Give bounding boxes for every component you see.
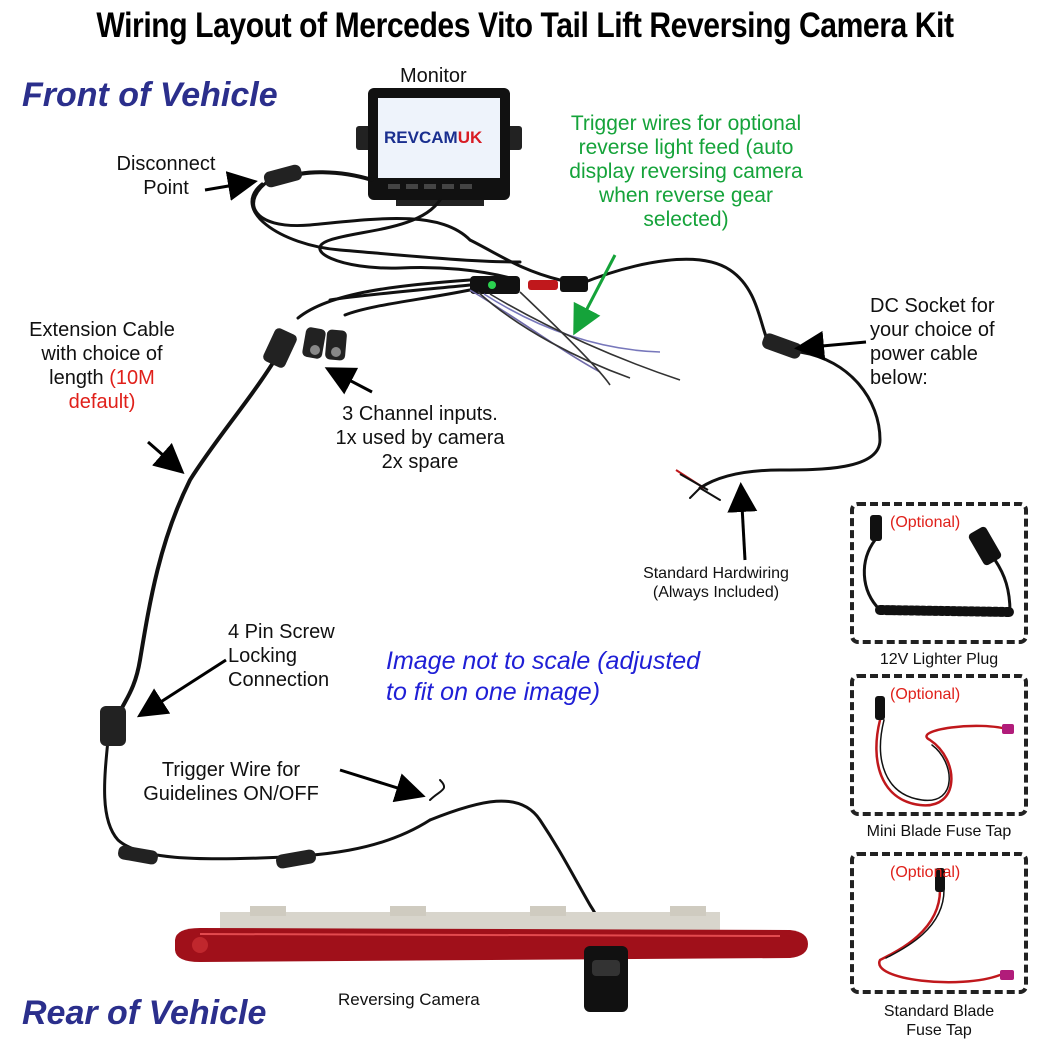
pin-line-1: 4 Pin Screw [228,621,335,643]
scale-note: Image not to scale (adjusted to fit on o… [386,646,700,708]
ext-line-2: with choice of [41,343,163,365]
channel-line-1: 3 Channel inputs. [342,403,498,425]
brand-cam: CAM [418,128,458,147]
option-caption-mini-fuse: Mini Blade Fuse Tap [866,823,1012,840]
front-of-vehicle-label: Front of Vehicle [22,76,278,114]
option-box-standard-fuse: (Optional) [850,852,1028,994]
option-caption-standard-fuse: Standard Blade Fuse Tap [850,1002,1028,1040]
trigger-line-1: Trigger wires for optional [570,112,802,135]
channel-line-3: 2x spare [381,451,459,473]
option-caption-line-1: Standard Blade [883,1003,995,1020]
hardwire-line-1: Standard Hardwiring [643,565,789,582]
trigger-line-4: when reverse gear [599,184,773,207]
disconnect-point-label: Disconnect Point [96,152,236,200]
guidelines-trigger-label: Trigger Wire for Guidelines ON/OFF [116,758,346,806]
standard-hardwiring-label: Standard Hardwiring (Always Included) [616,564,816,602]
option-tag: (Optional) [890,864,961,881]
reversing-camera-label: Reversing Camera [338,990,480,1009]
ext-red-1: (10M [109,367,155,389]
option-caption-line-2: Fuse Tap [906,1022,972,1039]
pin-line-3: Connection [228,669,330,691]
monitor-label: Monitor [400,65,467,87]
pin-line-2: Locking [228,645,297,667]
option-box-mini-fuse: (Optional) [850,674,1028,816]
trigger-line-2: reverse light feed (auto [578,136,794,159]
scale-line-1: Image not to scale (adjusted [386,647,701,675]
trigger-line-5: selected) [643,208,729,231]
ext-red-2: default) [68,391,136,413]
monitor-brand: REVCAMUK [384,128,482,148]
dc-socket-label: DC Socket for your choice of power cable… [870,294,995,390]
pin-connection-label: 4 Pin Screw Locking Connection [228,620,335,692]
dc-line-3: power cable [870,343,978,365]
option-box-lighter-plug: (Optional) [850,502,1028,644]
rear-of-vehicle-label: Rear of Vehicle [22,994,267,1032]
disconnect-line-1: Disconnect [116,153,216,175]
dc-line-4: below: [870,367,928,389]
channel-inputs-label: 3 Channel inputs. 1x used by camera 2x s… [300,402,540,474]
monitor-icon [356,88,522,206]
guide-line-1: Trigger Wire for [161,759,301,781]
option-caption-lighter-plug: 12V Lighter Plug [879,651,999,668]
trigger-line-3: display reversing camera [569,160,803,183]
dc-line-1: DC Socket for [870,295,995,317]
option-tag: (Optional) [890,686,961,703]
disconnect-line-2: Point [143,177,189,199]
option-tag: (Optional) [890,514,961,531]
scale-line-2: to fit on one image) [386,678,601,706]
trigger-wires-note: Trigger wires for optional reverse light… [536,112,836,232]
extension-cable-label: Extension Cable with choice of length (1… [2,318,202,414]
brand-uk: UK [457,128,483,147]
channel-line-2: 1x used by camera [335,427,505,449]
hardwire-line-2: (Always Included) [652,584,780,601]
dc-line-2: your choice of [870,319,995,341]
guide-line-2: Guidelines ON/OFF [143,783,319,805]
diagram-title: Wiring Layout of Mercedes Vito Tail Lift… [96,6,954,45]
ext-line-1: Extension Cable [29,319,175,341]
brand-rev: REV [384,128,419,147]
brake-light-bar [175,906,808,962]
ext-line-3: length [49,367,104,389]
camera-icon [584,946,628,1012]
